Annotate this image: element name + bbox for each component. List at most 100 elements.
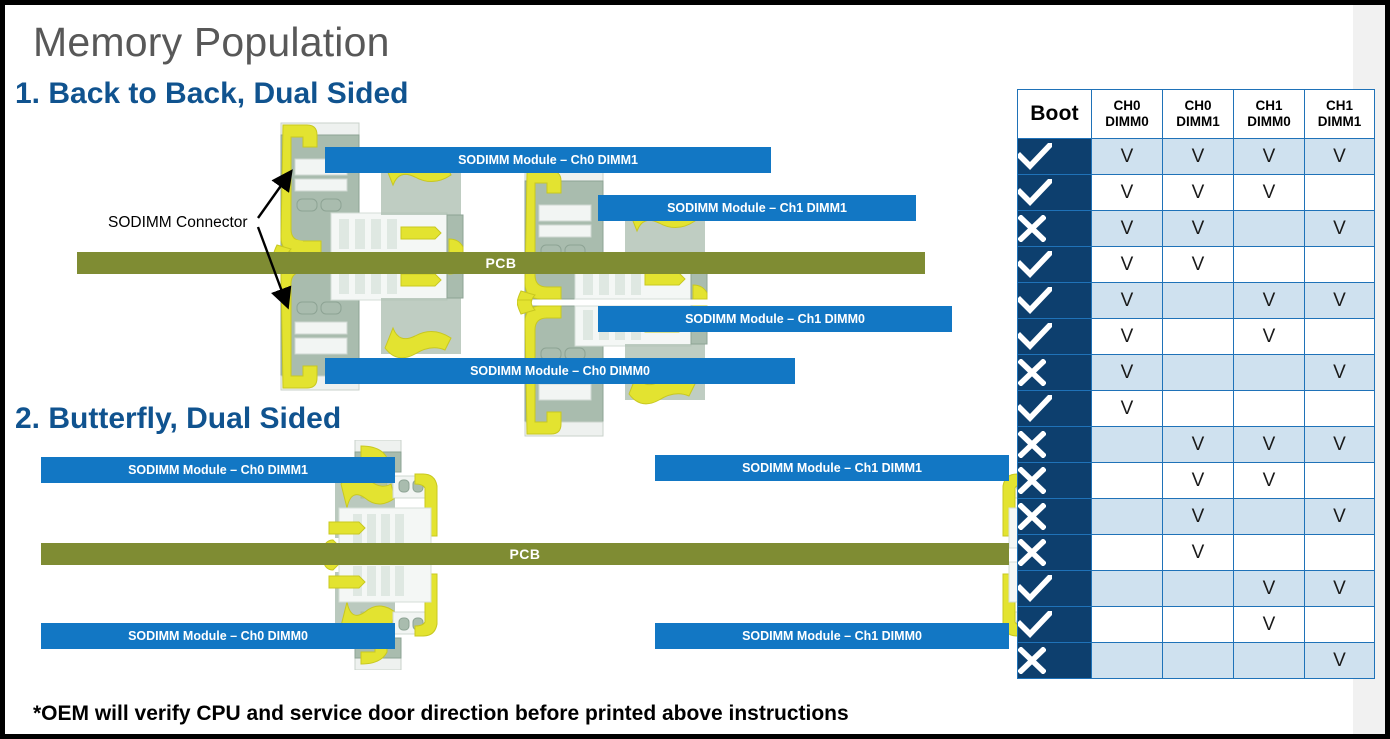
table-header: Boot CH0 DIMM0 CH0 DIMM1 CH1 DIMM0 CH1 D… [1017, 89, 1375, 139]
table-header-row: Boot CH0 DIMM0 CH0 DIMM1 CH1 DIMM0 CH1 D… [1017, 89, 1375, 139]
cross-glyph [1018, 431, 1091, 458]
cross-glyph [1018, 467, 1091, 494]
check-icon [1017, 390, 1092, 427]
ch1-dimm1-line2: DIMM1 [1317, 114, 1362, 129]
cell-ch0-dimm0: V [1091, 174, 1163, 211]
cell-ch1-dimm0: V [1233, 462, 1305, 499]
cell-ch0-dimm1: V [1162, 246, 1234, 283]
ch0-dimm1-line1: CH0 [1184, 98, 1212, 114]
cell-ch1-dimm1: V [1304, 210, 1375, 247]
cell-ch1-dimm0 [1233, 246, 1305, 283]
module-bar-s1-ch0-dimm0: SODIMM Module – Ch0 DIMM0 [325, 358, 795, 384]
table-row: V [1017, 390, 1375, 427]
cell-ch0-dimm1 [1162, 570, 1234, 607]
cell-ch0-dimm0 [1091, 570, 1163, 607]
cell-ch1-dimm1: V [1304, 642, 1375, 679]
cell-ch1-dimm1 [1304, 318, 1375, 355]
cell-ch1-dimm1 [1304, 390, 1375, 427]
ch1-dimm1-line1: CH1 [1325, 98, 1353, 114]
check-icon [1017, 570, 1092, 607]
section-heading-back-to-back: 1. Back to Back, Dual Sided [15, 77, 409, 110]
column-header-boot: Boot [1017, 89, 1092, 139]
column-header-ch1-dimm1: CH1 DIMM1 [1304, 89, 1375, 139]
cross-glyph [1018, 503, 1091, 530]
cell-ch0-dimm0: V [1091, 210, 1163, 247]
cell-ch0-dimm0: V [1091, 354, 1163, 391]
check-glyph [1018, 575, 1091, 602]
check-icon [1017, 282, 1092, 319]
table-row: V [1017, 534, 1375, 571]
cell-ch1-dimm1: V [1304, 282, 1375, 319]
cell-ch0-dimm1 [1162, 606, 1234, 643]
pcb-label-1: PCB [485, 255, 517, 271]
module-bar-s2-ch0-dimm0: SODIMM Module – Ch0 DIMM0 [41, 623, 395, 649]
table-row: V [1017, 606, 1375, 643]
column-header-ch1-dimm0: CH1 DIMM0 [1233, 89, 1305, 139]
cell-ch1-dimm0: V [1233, 570, 1305, 607]
module-bar-s2-ch1-dimm1: SODIMM Module – Ch1 DIMM1 [655, 455, 1009, 481]
cell-ch1-dimm1 [1304, 462, 1375, 499]
cell-ch1-dimm0 [1233, 210, 1305, 247]
check-icon [1017, 318, 1092, 355]
module-bar-s2-ch0-dimm1: SODIMM Module – Ch0 DIMM1 [41, 457, 395, 483]
cross-icon [1017, 462, 1092, 499]
cross-icon [1017, 534, 1092, 571]
check-icon [1017, 606, 1092, 643]
cell-ch0-dimm0 [1091, 534, 1163, 571]
cell-ch0-dimm1 [1162, 318, 1234, 355]
cell-ch0-dimm1: V [1162, 210, 1234, 247]
sodimm-connector-annotation-label: SODIMM Connector [108, 214, 248, 231]
check-icon [1017, 174, 1092, 211]
cell-ch0-dimm0: V [1091, 246, 1163, 283]
cross-icon [1017, 354, 1092, 391]
module-bar-s2-ch1-dimm0: SODIMM Module – Ch1 DIMM0 [655, 623, 1009, 649]
check-glyph [1018, 323, 1091, 350]
pcb-bar-section-2: PCB [41, 543, 1009, 565]
cell-ch1-dimm1: V [1304, 138, 1375, 175]
pcb-label-2: PCB [509, 546, 541, 562]
check-icon [1017, 246, 1092, 283]
cell-ch0-dimm0 [1091, 426, 1163, 463]
check-glyph [1018, 179, 1091, 206]
check-glyph [1018, 143, 1091, 170]
ch0-dimm0-line1: CH0 [1113, 98, 1141, 114]
section-heading-butterfly: 2. Butterfly, Dual Sided [15, 402, 342, 435]
cell-ch1-dimm1 [1304, 534, 1375, 571]
cell-ch0-dimm0 [1091, 498, 1163, 535]
cell-ch0-dimm1 [1162, 642, 1234, 679]
cell-ch1-dimm0: V [1233, 282, 1305, 319]
cell-ch1-dimm0 [1233, 642, 1305, 679]
cell-ch0-dimm0 [1091, 462, 1163, 499]
cross-glyph [1018, 647, 1091, 674]
cell-ch0-dimm1: V [1162, 426, 1234, 463]
cell-ch0-dimm0: V [1091, 318, 1163, 355]
cross-glyph [1018, 215, 1091, 242]
module-bar-s1-ch1-dimm1: SODIMM Module – Ch1 DIMM1 [598, 195, 916, 221]
cell-ch1-dimm1 [1304, 246, 1375, 283]
cell-ch0-dimm0 [1091, 606, 1163, 643]
check-glyph [1018, 395, 1091, 422]
cell-ch0-dimm0 [1091, 642, 1163, 679]
cross-icon [1017, 642, 1092, 679]
memory-population-boot-table: Boot CH0 DIMM0 CH0 DIMM1 CH1 DIMM0 CH1 D… [1017, 89, 1375, 679]
ch1-dimm0-line2: DIMM0 [1247, 114, 1291, 129]
cell-ch1-dimm0: V [1233, 318, 1305, 355]
pcb-bar-section-1: PCB [77, 252, 925, 274]
cross-icon [1017, 210, 1092, 247]
column-header-ch0-dimm1: CH0 DIMM1 [1162, 89, 1234, 139]
cell-ch0-dimm1 [1162, 390, 1234, 427]
cell-ch0-dimm1: V [1162, 498, 1234, 535]
cell-ch1-dimm1: V [1304, 426, 1375, 463]
ch1-dimm0-line1: CH1 [1255, 98, 1283, 114]
cell-ch0-dimm0: V [1091, 138, 1163, 175]
cell-ch1-dimm0 [1233, 534, 1305, 571]
cell-ch1-dimm0: V [1233, 426, 1305, 463]
